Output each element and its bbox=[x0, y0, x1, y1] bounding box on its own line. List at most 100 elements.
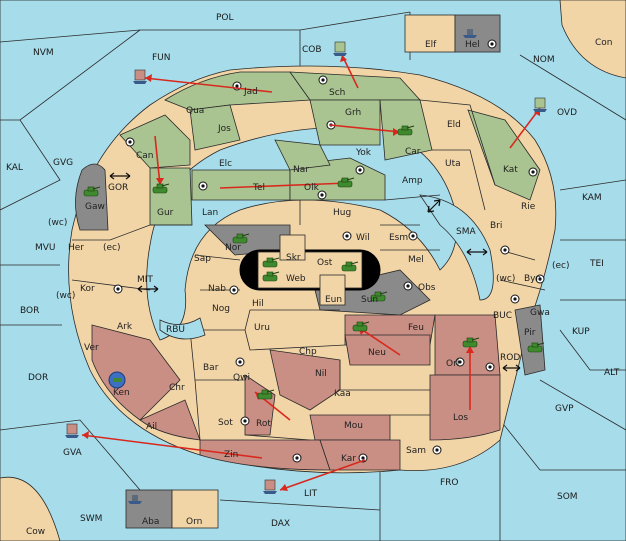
province-label: Esm bbox=[389, 233, 408, 243]
order-arrow bbox=[509, 107, 541, 149]
sea-label: ALT bbox=[604, 368, 620, 378]
province-label: Ost bbox=[317, 258, 333, 268]
tank-icon bbox=[352, 321, 370, 332]
province-los[interactable] bbox=[429, 374, 501, 441]
fleet-icon bbox=[463, 29, 477, 38]
province-label: Rot bbox=[256, 419, 271, 429]
province-label: Kat bbox=[503, 165, 518, 175]
two-way-arrow-icon bbox=[137, 285, 159, 293]
tank-icon bbox=[462, 337, 480, 348]
sea-sma-channel bbox=[419, 194, 494, 301]
sea-label: GOR bbox=[108, 183, 128, 193]
two-way-arrow-icon bbox=[502, 364, 521, 372]
province-nar[interactable] bbox=[274, 139, 331, 171]
sea-rbu-inlet bbox=[159, 317, 206, 340]
sea-label: DAX bbox=[271, 519, 290, 529]
order-arrow bbox=[144, 77, 273, 93]
sea-labels: POL NVM FUN COB NOM KAL GVG GOR MVU BOR … bbox=[6, 13, 620, 529]
fleet-icon bbox=[333, 41, 347, 56]
tank-icon bbox=[262, 271, 280, 282]
fleet-icon bbox=[65, 423, 79, 438]
province-label: Lan bbox=[202, 208, 218, 218]
supply-center-icon bbox=[342, 231, 352, 241]
province-label: Bri bbox=[490, 221, 502, 231]
sea-label: POL bbox=[216, 13, 234, 23]
province-label: Can bbox=[136, 151, 154, 161]
province-label: Feu bbox=[408, 323, 424, 333]
order-arrow bbox=[279, 459, 366, 491]
province-label: (wc) bbox=[48, 218, 67, 228]
province-label: Amp bbox=[402, 176, 423, 186]
supply-centers bbox=[113, 39, 545, 463]
sea-label: MIT bbox=[137, 275, 153, 285]
province-label: Orn bbox=[186, 517, 202, 527]
tank-icon bbox=[152, 183, 170, 194]
province-label: Grh bbox=[345, 108, 361, 118]
supply-center-icon bbox=[240, 416, 250, 426]
province-label: Eld bbox=[447, 120, 461, 130]
province-gaw[interactable] bbox=[75, 163, 109, 231]
province-label: Hel bbox=[465, 40, 480, 50]
province-label: Zin bbox=[224, 450, 238, 460]
supply-center-icon bbox=[535, 274, 545, 284]
province-nil[interactable] bbox=[269, 349, 341, 411]
tank-icon bbox=[232, 233, 250, 244]
sea-label: NOM bbox=[533, 55, 555, 65]
province-label: Chr bbox=[169, 383, 185, 393]
province-label: Neu bbox=[368, 348, 386, 358]
province-label: Pir bbox=[524, 328, 536, 338]
province-label: Sun bbox=[361, 295, 378, 305]
two-way-arrows bbox=[109, 172, 521, 372]
sea-label: BUC bbox=[493, 311, 512, 321]
province-orn[interactable] bbox=[171, 489, 219, 529]
supply-center-icon bbox=[500, 245, 510, 255]
province-neu[interactable] bbox=[344, 334, 431, 366]
province-label: Mel bbox=[408, 255, 424, 265]
province-label: Kar bbox=[341, 454, 356, 464]
province-label: Olk bbox=[304, 183, 320, 193]
supply-center-icon bbox=[125, 137, 135, 147]
sea-label: DOR bbox=[28, 373, 48, 383]
province-jad[interactable] bbox=[164, 71, 311, 111]
order-arrow bbox=[329, 124, 401, 133]
fleet-icon bbox=[533, 97, 547, 112]
province-eun[interactable] bbox=[319, 274, 346, 306]
province-jos[interactable] bbox=[189, 104, 241, 151]
land-labels: Elf Hel Con Jad Sch Qua Jos Grh Eld OVD … bbox=[26, 38, 613, 537]
province-pir[interactable] bbox=[514, 304, 546, 376]
province-label: Jos bbox=[217, 124, 231, 134]
province-label: Elc bbox=[219, 159, 232, 169]
province-ken[interactable] bbox=[91, 324, 181, 421]
tank-icon bbox=[370, 291, 388, 302]
province-skr[interactable] bbox=[279, 234, 306, 261]
province-label: Chp bbox=[299, 347, 317, 357]
sea-label: BOR bbox=[20, 306, 39, 316]
supply-center-icon bbox=[455, 357, 465, 367]
tank-icon bbox=[257, 389, 275, 400]
province-label: Elf bbox=[425, 40, 437, 50]
province-label: Skr bbox=[286, 253, 301, 263]
province-label: Obs bbox=[418, 283, 436, 293]
sea-label: ROD bbox=[500, 353, 520, 363]
sea-label: SMA bbox=[456, 227, 476, 237]
province-label: Qwi bbox=[233, 373, 250, 383]
province-kat[interactable] bbox=[467, 109, 541, 201]
province-label: Tel bbox=[252, 183, 265, 193]
province-label: Sot bbox=[218, 418, 233, 428]
tank-icon bbox=[337, 177, 355, 188]
supply-center-icon bbox=[403, 281, 413, 291]
sea-label: SOM bbox=[557, 492, 578, 502]
units bbox=[65, 29, 547, 504]
province-label: Ver bbox=[84, 343, 99, 353]
province-label: (ec) bbox=[552, 261, 570, 271]
province-label: Ken bbox=[113, 388, 130, 398]
province-label: Her bbox=[68, 243, 84, 253]
province-label: Qua bbox=[186, 106, 204, 116]
province-grh[interactable] bbox=[309, 99, 381, 146]
supply-center-icon bbox=[408, 231, 418, 241]
province-label: Uta bbox=[445, 159, 461, 169]
supply-center-icon bbox=[318, 75, 328, 85]
province-label: Rie bbox=[521, 202, 536, 212]
province-label: Gwa bbox=[530, 308, 550, 318]
